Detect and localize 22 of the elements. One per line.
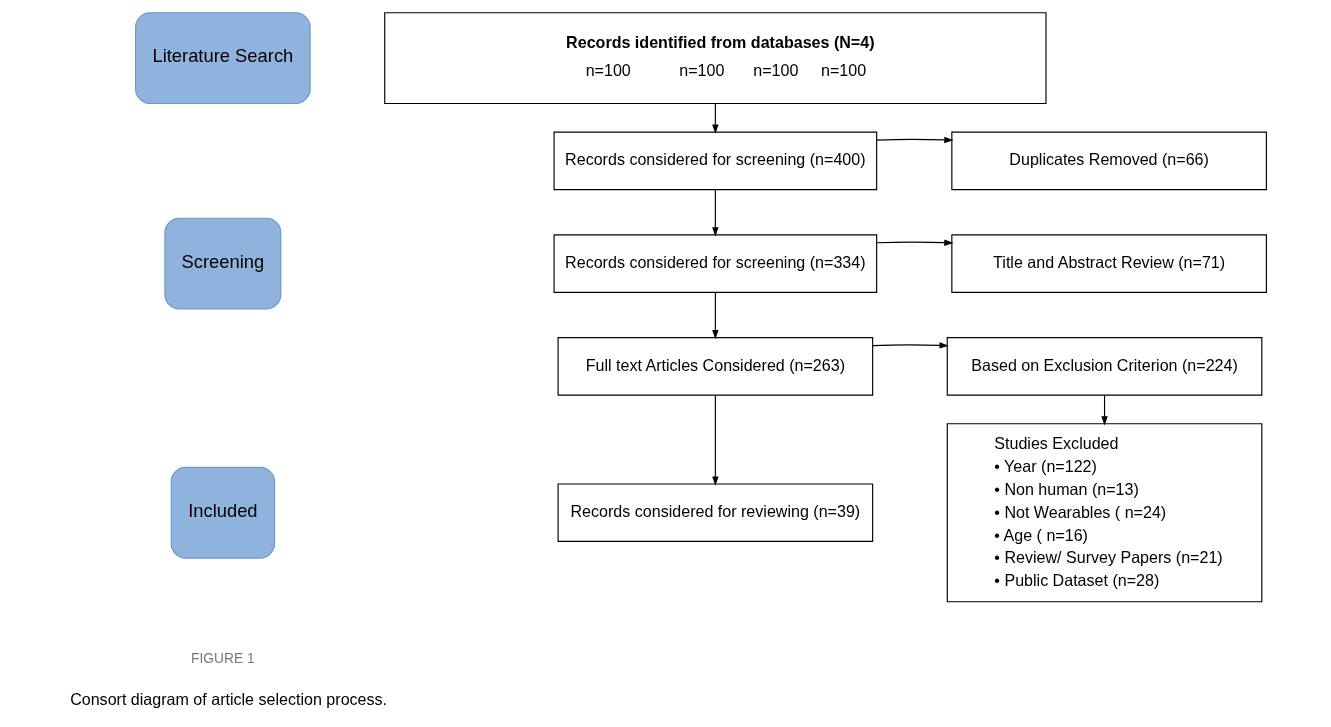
arrow [1100, 394, 1108, 426]
node-box: Literature Search [134, 12, 311, 105]
node-box: Screening [163, 217, 281, 310]
arrow [711, 292, 719, 340]
arrow [711, 394, 719, 486]
node-box: Full text Articles Considered (n=263) [557, 337, 873, 396]
node-box: Based on Exclusion Criterion (n=224) [946, 337, 1262, 396]
arrow [875, 136, 953, 144]
node-box: Records considered for screening (n=400) [553, 131, 877, 191]
node-box: Records considered for reviewing (n=39) [557, 483, 873, 542]
node-box: Records identified from databases (N=4) n=100 n=100 n=100 n=100 [383, 12, 1047, 105]
arrow [711, 189, 719, 237]
node-box: Title and Abstract Review (n=71) [950, 234, 1267, 293]
node-box: Studies Excluded • Year (n=122) • Non human (n=13) • Not Wearables ( n=24) • Age ( n=16) • Review/ Survey Papers (n=21) • Public Dataset (n=28) [946, 423, 1262, 603]
arrow [871, 342, 949, 349]
node-box: Included [170, 466, 275, 559]
node-box: Duplicates Removed (n=66) [950, 131, 1267, 191]
caption: Consort diagram of article selection process. [69, 690, 387, 709]
label: FIGURE 1 [190, 650, 255, 666]
node-box: Records considered for screening (n=334) [553, 234, 877, 293]
arrow [875, 239, 953, 246]
arrow [711, 103, 719, 134]
